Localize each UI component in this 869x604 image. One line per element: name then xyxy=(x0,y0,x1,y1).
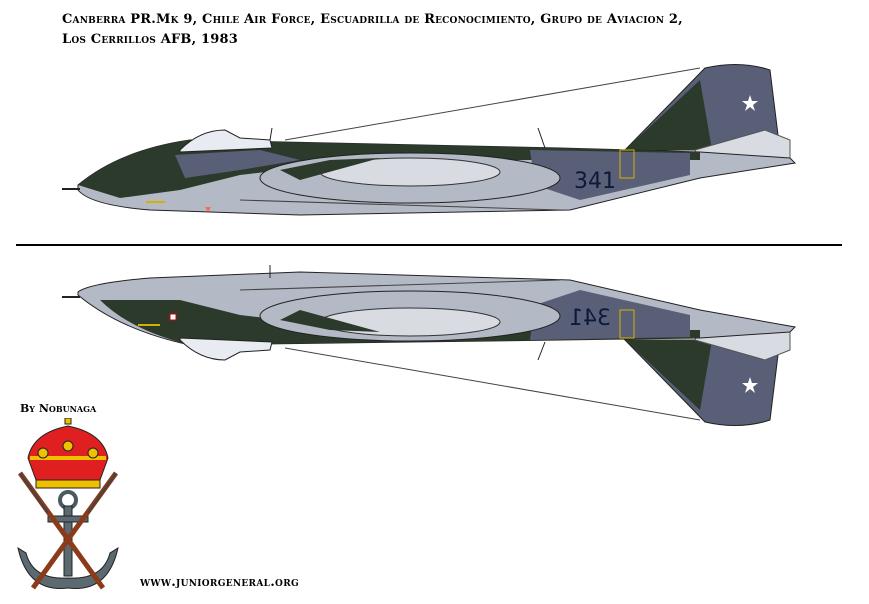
title-line-1: Canberra PR.Mk 9, Chile Air Force, Escua… xyxy=(62,12,683,27)
aircraft-profile-top: 341 xyxy=(62,63,797,216)
title-line-2: Los Cerrillos AFB, 1983 xyxy=(62,32,239,47)
divider-line xyxy=(16,244,842,246)
fin-star-bottom xyxy=(742,377,758,393)
serial-number-top: 341 xyxy=(574,169,616,194)
page-title: Canberra PR.Mk 9, Chile Air Force, Escua… xyxy=(62,10,862,50)
serial-number-bottom: 341 xyxy=(569,306,611,331)
website-credit: www.juniorgeneral.org xyxy=(140,575,299,590)
aircraft-profile-bottom: 341 xyxy=(62,265,797,427)
author-credit: By Nobunaga xyxy=(20,402,97,415)
crown-anchor-emblem xyxy=(17,418,119,590)
fin-star-top xyxy=(742,95,758,111)
